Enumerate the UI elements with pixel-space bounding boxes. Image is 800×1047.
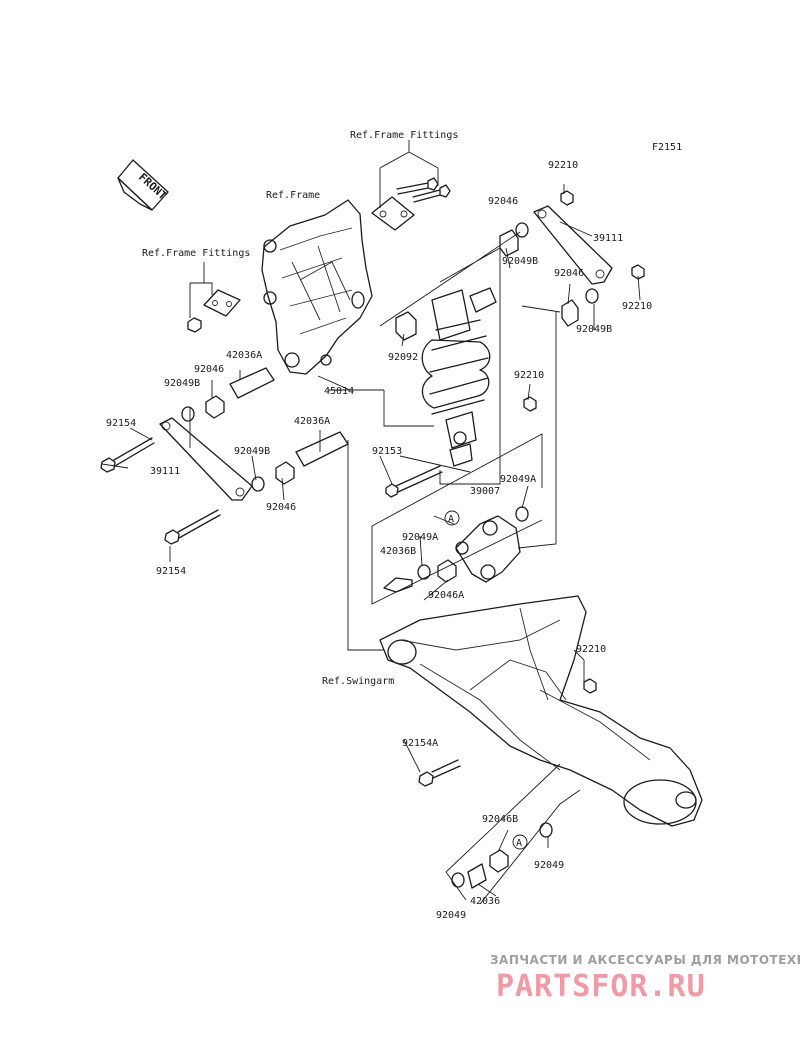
figure-code: F2151 (652, 142, 682, 153)
ref-frame-label: Ref.Frame (266, 190, 320, 201)
part-92210-mid: 92210 (514, 370, 544, 381)
part-92210-top: 92210 (548, 160, 578, 171)
part-92154-bottom: 92154 (156, 566, 186, 577)
part-42036A-left: 42036A (226, 350, 262, 361)
swingarm (379, 595, 703, 827)
part-92210-right: 92210 (622, 301, 652, 312)
front-arrow-icon: FRONT (117, 159, 170, 211)
part-92210-swing: 92210 (576, 644, 606, 655)
part-92049-right: 92049 (534, 860, 564, 871)
part-92046-right: 92046 (554, 268, 584, 279)
callout-a-lower: A (516, 838, 522, 849)
front-label: FRONT (136, 171, 170, 203)
part-39111-left: 39111 (150, 466, 180, 477)
part-92049A-right: 92049A (500, 474, 536, 485)
watermark-tagline: ЗАПЧАСТИ И АКСЕССУАРЫ ДЛЯ МОТОТЕХНИКИ (490, 953, 800, 967)
callout-a-upper: A (448, 514, 454, 525)
part-92046-top: 92046 (488, 196, 518, 207)
part-92153: 92153 (372, 446, 402, 457)
shock-absorber (421, 287, 497, 467)
left-frame-fittings (187, 262, 241, 333)
rocker-arm (383, 465, 529, 593)
part-92049-bottom: 92049 (436, 910, 466, 921)
leader-lines (101, 184, 641, 905)
top-frame-fittings (371, 140, 451, 231)
part-92046B: 92046B (482, 814, 518, 825)
part-45014: 45014 (324, 386, 354, 397)
part-42036: 42036 (470, 896, 500, 907)
watermark: ЗАПЧАСТИ И АКСЕССУАРЫ ДЛЯ МОТОТЕХНИКИ PA… (490, 953, 800, 1004)
ref-swingarm-label: Ref.Swingarm (322, 676, 394, 687)
upper-link-parts (395, 190, 645, 412)
part-92046-left: 92046 (194, 364, 224, 375)
part-92049A-left: 92049A (402, 532, 438, 543)
left-link-parts (100, 367, 349, 545)
part-92154-left: 92154 (106, 418, 136, 429)
part-92046-mid: 92046 (266, 502, 296, 513)
part-39007: 39007 (470, 486, 500, 497)
part-42036B: 42036B (380, 546, 416, 557)
part-92049B-top: 92049B (502, 256, 538, 267)
ref-frame-fittings-top-label: Ref.Frame Fittings (350, 130, 458, 141)
part-42036A-mid: 42036A (294, 416, 330, 427)
part-39111-right: 39111 (593, 233, 623, 244)
watermark-brand: PARTSFOR.RU (496, 969, 706, 1004)
part-92154A: 92154A (402, 738, 438, 749)
part-92049B-left: 92049B (164, 378, 200, 389)
frame-bracket (261, 199, 373, 375)
part-92046A: 92046A (428, 590, 464, 601)
part-92049B-mid: 92049B (234, 446, 270, 457)
part-92092: 92092 (388, 352, 418, 363)
ref-frame-fittings-left-label: Ref.Frame Fittings (142, 248, 250, 259)
part-92049B-right: 92049B (576, 324, 612, 335)
